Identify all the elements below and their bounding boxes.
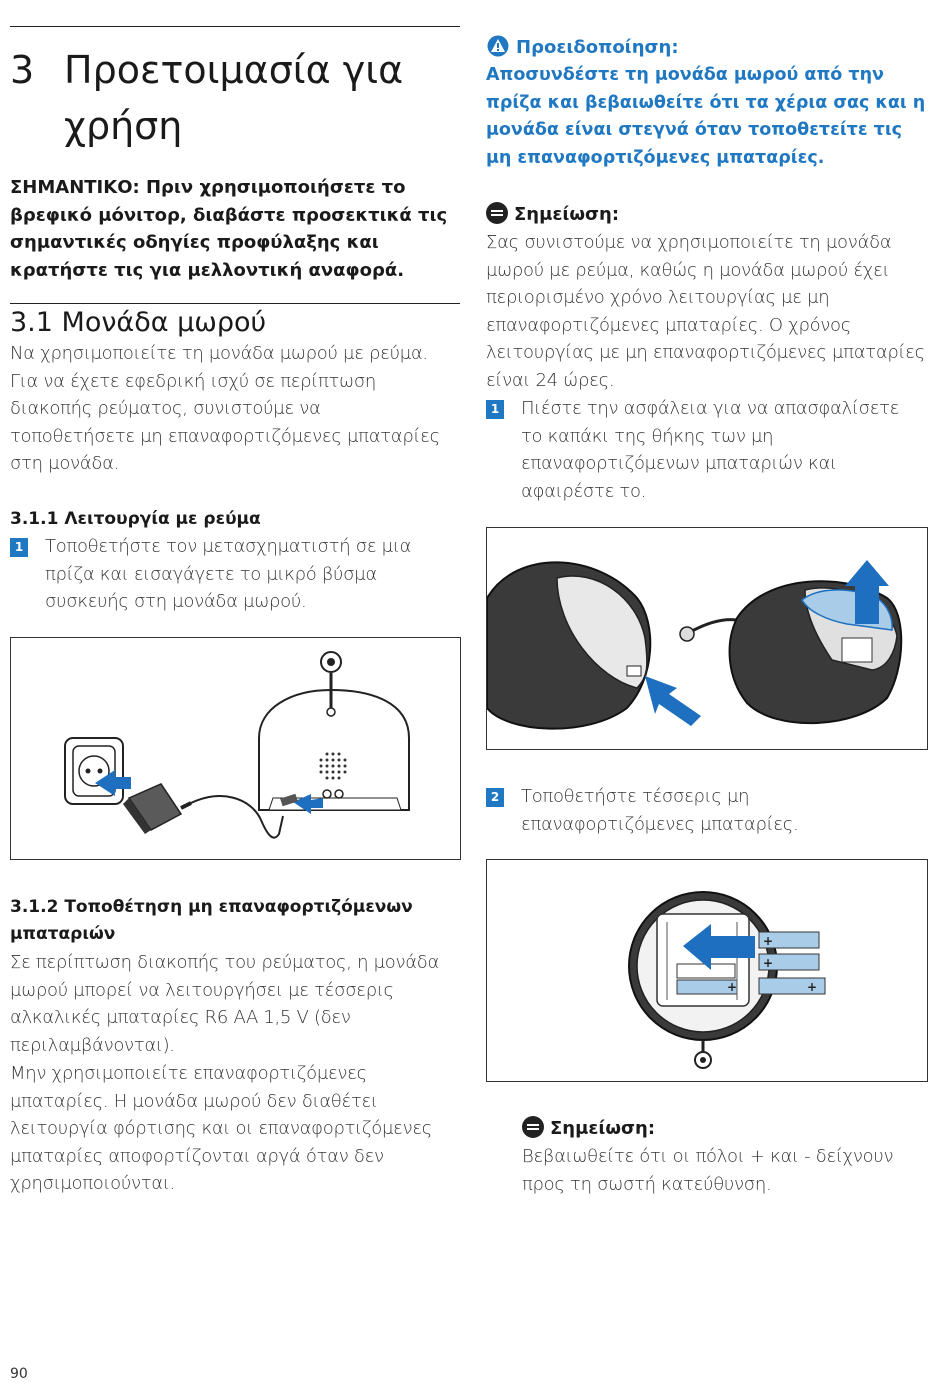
step-number-badge: 1 — [486, 400, 504, 419]
note-1-body: Σας συνιστούμε να χρησιμοποιείτε τη μονά… — [486, 232, 925, 391]
battery-plus-label: + — [807, 980, 817, 994]
step-text: Τοποθετήστε τον μετασχηματιστή σε μια πρ… — [45, 536, 412, 613]
step-text: Πιέστε την ασφάλεια για να απασφαλίσετε … — [521, 398, 900, 502]
cable-icon — [679, 618, 738, 642]
battery-plus-label: + — [727, 980, 737, 994]
note-icon — [522, 1116, 544, 1138]
chapter-number: 3 — [10, 48, 35, 92]
push-latch-arrow-icon — [645, 676, 701, 726]
chapter-title: Προετοιμασία για χρήση — [64, 48, 404, 148]
warning-icon — [487, 35, 509, 57]
figure-remove-lid — [486, 527, 928, 750]
baby-unit-icon — [258, 651, 410, 811]
warning-body: Αποσυνδέστε τη μονάδα μωρού από την πρίζ… — [486, 65, 926, 168]
note-2-body: Βεβαιωθείτε ότι οι πόλοι + και - δείχνου… — [522, 1146, 894, 1195]
section-3-1-1-heading: 3.1.1 Λειτουργία με ρεύμα — [10, 509, 261, 529]
important-notice: ΣΗΜΑΝΤΙΚΟ: Πριν χρησιμοποιήσετε το βρεφι… — [10, 177, 448, 281]
hanging-loop-icon — [694, 1040, 712, 1069]
remove-lid-illustration — [487, 560, 903, 730]
arrow-to-unit-icon — [280, 793, 323, 814]
section-3-1-2-title: Τοποθέτηση μη επαναφορτιζόμενων μπαταριώ… — [10, 897, 413, 944]
note-2-title-text: Σημείωση: — [550, 1118, 656, 1139]
lift-lid-arrow-icon — [845, 560, 889, 624]
note-2-title: Σημείωση: — [522, 1115, 655, 1143]
figure-insert-batteries: + + + + — [486, 859, 928, 1082]
insert-batteries-illustration: + + + + — [628, 891, 826, 1069]
arrow-to-socket-icon — [95, 770, 131, 796]
battery-compartment-icon — [628, 891, 778, 1041]
warning-title: Προειδοποίηση: — [486, 34, 679, 62]
insert-arrow-icon — [683, 924, 755, 970]
section-3-1-2-heading: 3.1.2 Τοποθέτηση μη επαναφορτιζόμενων μπ… — [10, 894, 460, 948]
battery-plus-label: + — [763, 956, 773, 970]
section-3-1-2-body-2: Μην χρησιμοποιείτε επαναφορτιζόμενες μπα… — [10, 1063, 433, 1195]
section-3-1-body: Να χρησιμοποιείτε τη μονάδα μωρού με ρεύ… — [10, 343, 440, 475]
power-adapter-icon — [123, 783, 192, 834]
step-text: Τοποθετήστε τέσσερις μη επαναφορτιζόμενε… — [521, 786, 799, 835]
battery-plus-label: + — [763, 934, 773, 948]
figure-power-adapter — [10, 637, 461, 860]
step-number-badge: 1 — [10, 538, 28, 557]
section-3-1-heading: 3.1 Μονάδα μωρού — [10, 307, 267, 338]
section-3-1-2-body-1: Σε περίπτωση διακοπής του ρεύματος, η μο… — [10, 952, 440, 1056]
note-1-title: Σημείωση: — [486, 201, 619, 229]
section-rule-left — [10, 303, 460, 304]
page-number: 90 — [10, 1366, 28, 1382]
note-icon — [486, 202, 508, 224]
top-rule-left — [10, 26, 460, 27]
battery-icon: + + + + — [727, 931, 826, 995]
section-3-1-2-number: 3.1.2 — [10, 897, 59, 917]
power-adapter-illustration — [64, 651, 410, 839]
step-number-badge: 2 — [486, 788, 504, 807]
warning-title-text: Προειδοποίηση: — [516, 37, 679, 58]
baby-unit-back-icon — [487, 561, 652, 730]
note-1-title-text: Σημείωση: — [514, 204, 620, 225]
